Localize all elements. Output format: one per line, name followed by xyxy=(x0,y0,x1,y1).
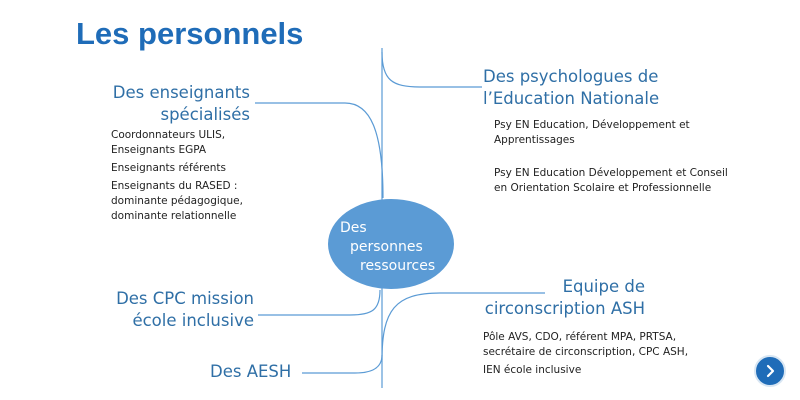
detail-item: IEN école inclusive xyxy=(483,364,582,376)
branch-psychologues-title-line: l’Education Nationale xyxy=(483,89,660,108)
branch-enseignants-title-line: spécialisés xyxy=(160,105,250,124)
next-slide-button[interactable] xyxy=(754,355,786,387)
detail-item: Enseignants du RASED : xyxy=(111,180,238,192)
connector-psychologues xyxy=(381,51,482,88)
center-node xyxy=(328,199,454,289)
branch-cpc-title-line: Des CPC mission xyxy=(116,289,254,308)
detail-item: Psy EN Education Développement et Consei… xyxy=(494,167,728,179)
branch-enseignants-title: Des enseignants spécialisés xyxy=(113,82,250,126)
detail-item: dominante pédagogique, xyxy=(111,195,243,207)
branch-equipe-details: Pôle AVS, CDO, référent MPA, PRTSA, secr… xyxy=(483,330,688,378)
connector-equipe xyxy=(381,292,545,361)
branch-cpc-title-line: école inclusive xyxy=(132,311,254,330)
page-title: Les personnels xyxy=(76,16,304,51)
detail-item: Apprentissages xyxy=(494,134,575,146)
detail-item: dominante relationnelle xyxy=(111,210,237,222)
detail-item: Enseignants référents xyxy=(111,162,226,174)
branch-psychologues-title: Des psychologues de l’Education National… xyxy=(483,66,659,110)
branch-psychologues-title-line: Des psychologues de xyxy=(483,67,659,86)
branch-equipe-title-line: Equipe de xyxy=(562,277,645,296)
detail-item: Pôle AVS, CDO, référent MPA, PRTSA, xyxy=(483,331,677,343)
branch-enseignants-details: Coordonnateurs ULIS, Enseignants EGPA En… xyxy=(111,128,243,224)
detail-item: Coordonnateurs ULIS, xyxy=(111,129,226,141)
connector-cpc xyxy=(258,289,381,316)
center-node-line: personnes xyxy=(350,239,423,255)
branch-cpc-title: Des CPC mission école inclusive xyxy=(116,288,254,332)
detail-item: en Orientation Scolaire et Professionnel… xyxy=(494,182,712,194)
branch-enseignants-title-line: Des enseignants xyxy=(112,83,250,102)
chevron-right-icon xyxy=(766,364,775,378)
detail-item: Psy EN Education, Développement et xyxy=(494,119,690,131)
detail-item: Enseignants EGPA xyxy=(111,144,207,156)
center-node-line: Des xyxy=(340,220,367,236)
branch-equipe-title-line: circonscription ASH xyxy=(484,299,645,318)
branch-equipe-title: Equipe de circonscription ASH xyxy=(485,276,645,320)
detail-item: secrétaire de circonscription, CPC ASH, xyxy=(483,346,689,358)
center-node-line: ressources xyxy=(360,258,436,274)
branch-aesh-title: Des AESH xyxy=(210,362,292,381)
connector-enseignants xyxy=(255,102,384,199)
branch-psychologues-details: Psy EN Education, Développement et Appre… xyxy=(494,118,728,196)
connector-aesh xyxy=(302,354,383,374)
